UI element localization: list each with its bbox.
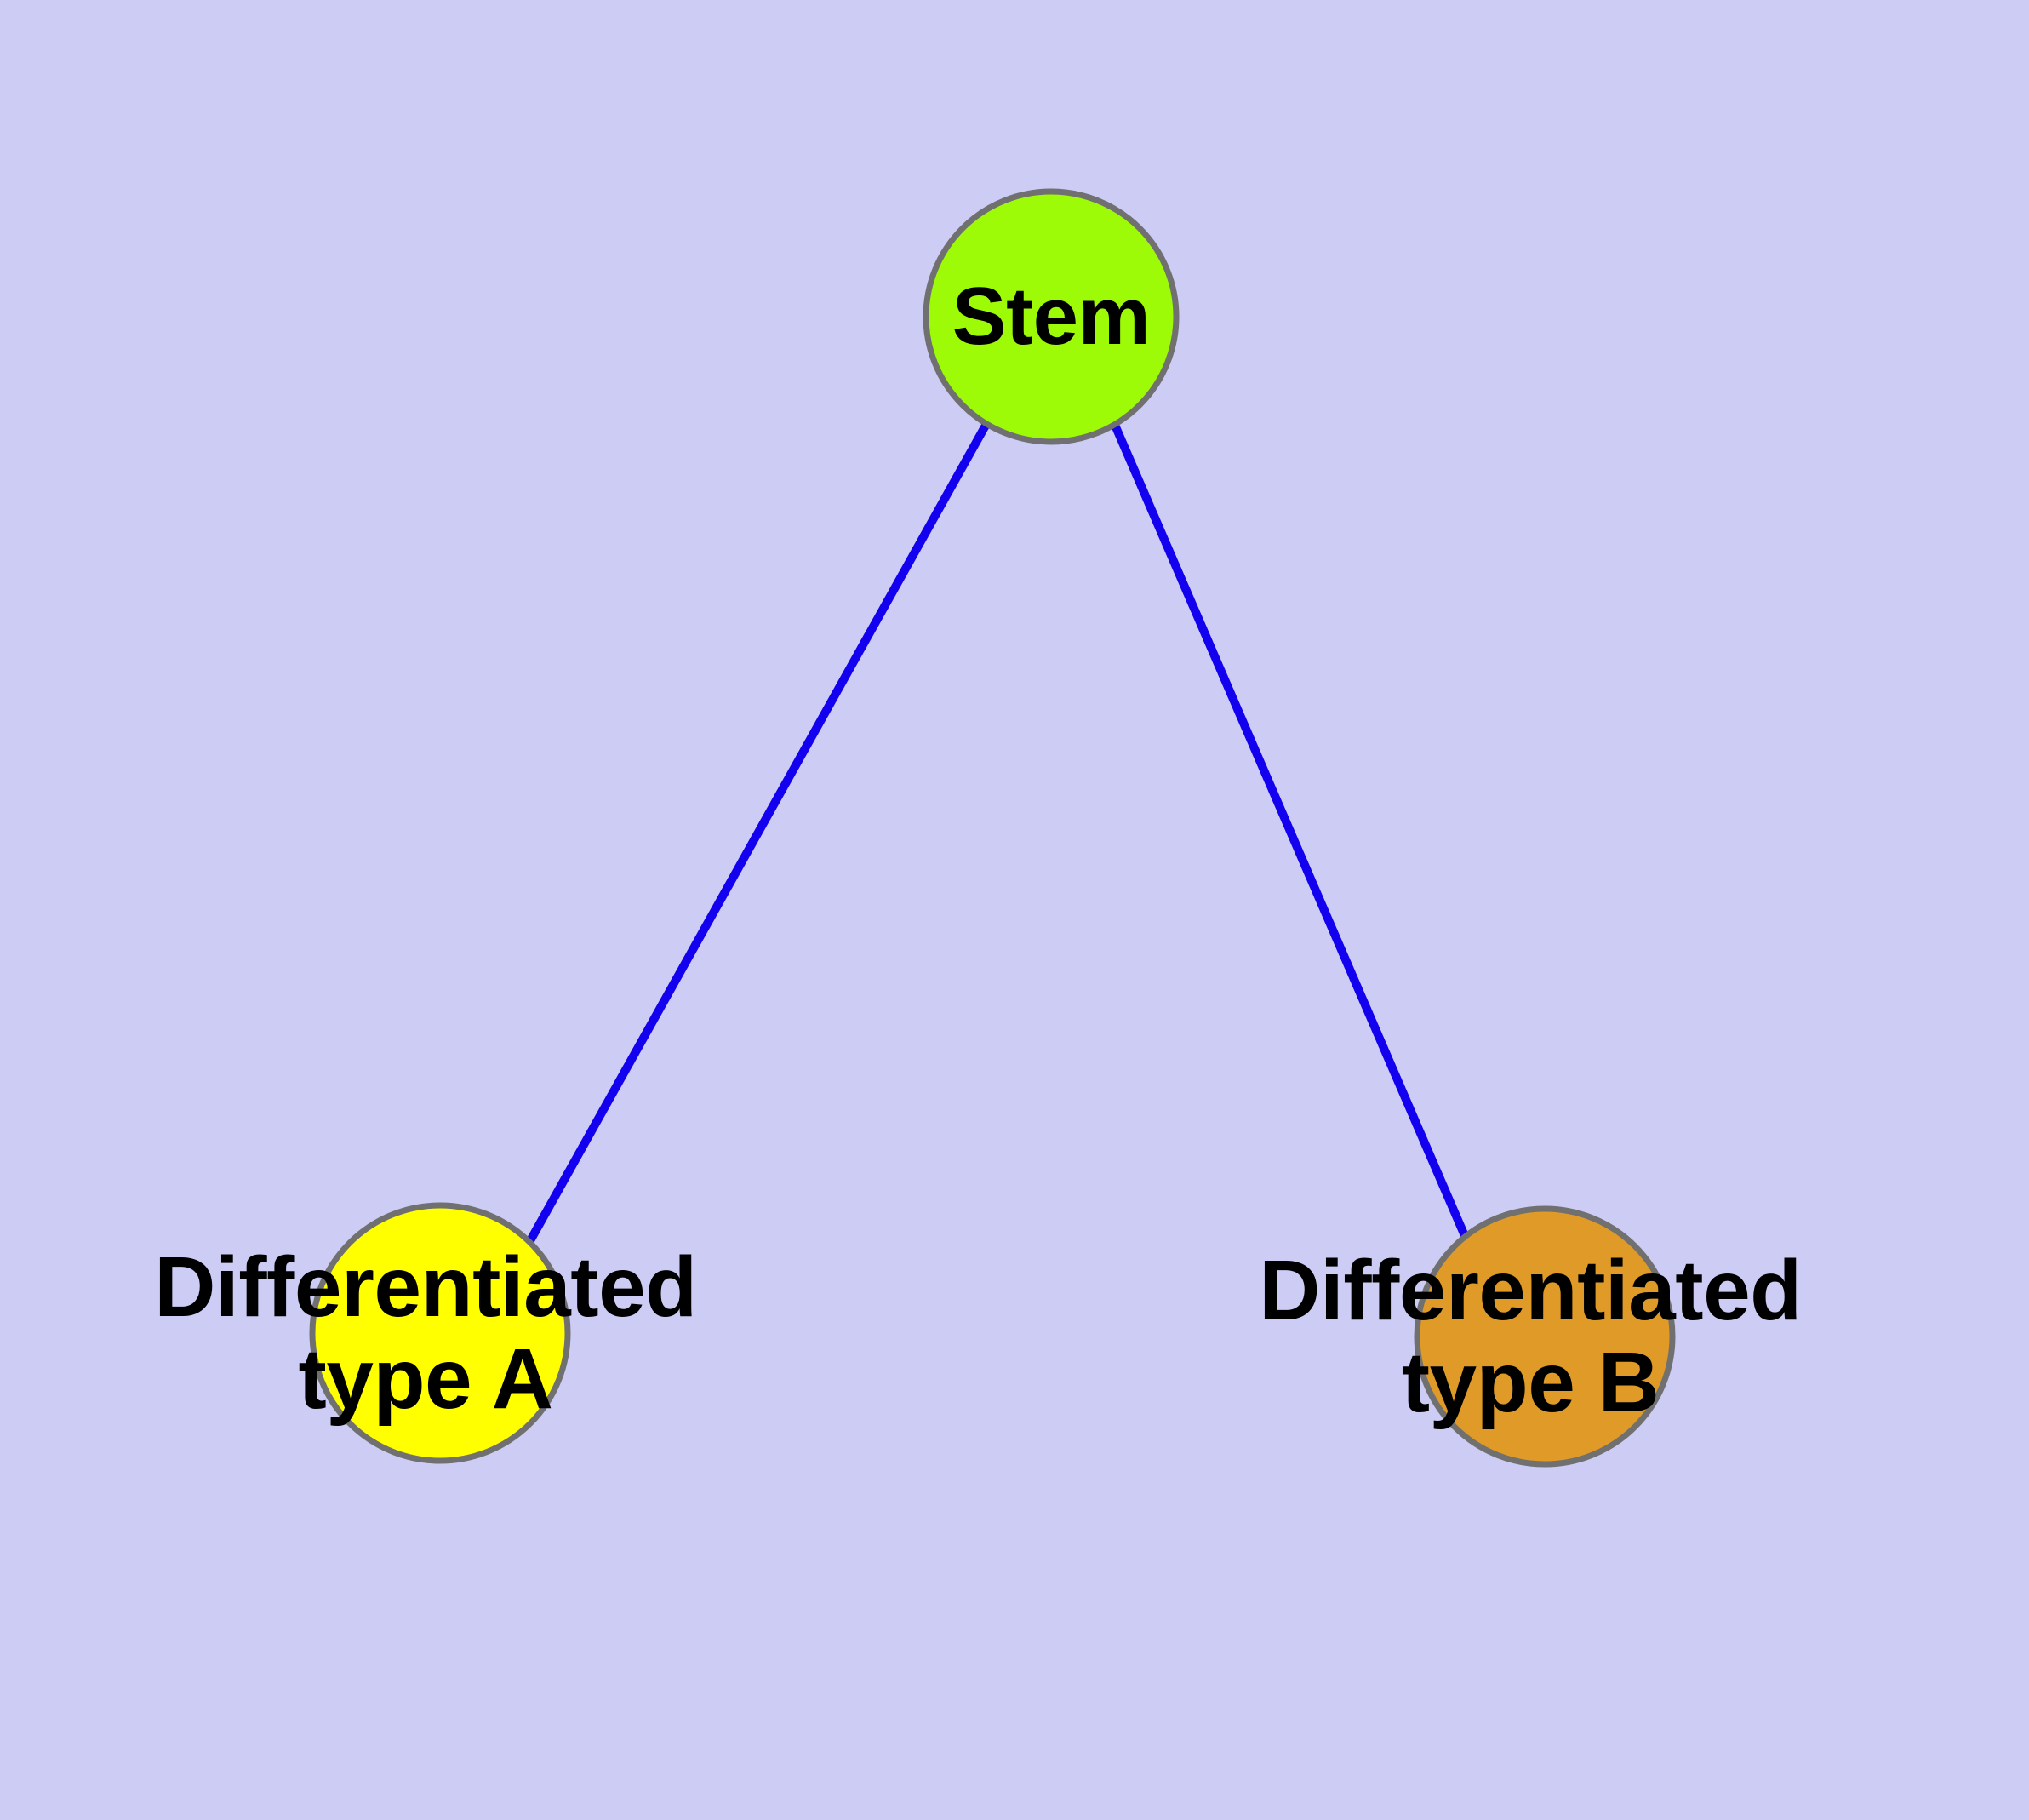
- node-stem[interactable]: [923, 188, 1180, 445]
- edges-group: [524, 421, 1470, 1246]
- node-differentiated-type-a[interactable]: [309, 1202, 571, 1464]
- node-differentiated-type-b[interactable]: [1414, 1205, 1676, 1468]
- edge-stem-to-differentiated-type-a[interactable]: [524, 421, 991, 1246]
- edge-stem-to-differentiated-type-b[interactable]: [1110, 421, 1470, 1239]
- nodes-group: [309, 188, 1676, 1468]
